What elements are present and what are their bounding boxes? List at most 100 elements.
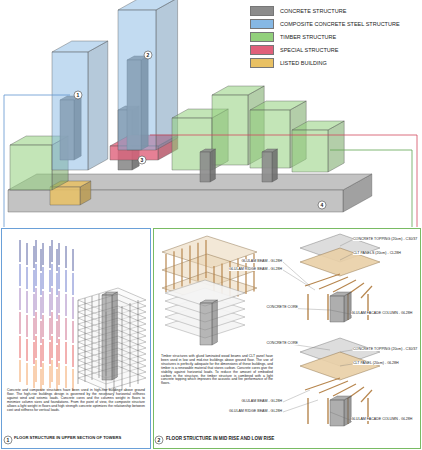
component-label: CONCRETE TOPPING (20cm) - C30/37 <box>353 347 417 351</box>
column-line <box>73 369 74 391</box>
mass-front <box>118 10 156 150</box>
glulam-column <box>307 294 308 320</box>
leader-line <box>4 95 70 227</box>
leader-line <box>330 310 350 314</box>
column-line <box>73 249 74 271</box>
mass-top <box>330 396 351 400</box>
component-label: GLULAM FACADE COLUMN - GL28H <box>351 417 412 421</box>
legend-text: TIMBER STRUCTURE <box>280 34 336 40</box>
callout-number: 4 <box>321 202 324 208</box>
column-line <box>73 345 74 367</box>
column-line <box>59 243 60 265</box>
mass-top <box>262 149 277 152</box>
column-line <box>34 318 35 340</box>
column-line <box>20 240 21 262</box>
leader-line <box>340 240 352 246</box>
column-line <box>34 294 35 316</box>
legend-swatch <box>250 6 274 16</box>
glulam-column <box>205 240 206 278</box>
column-line <box>57 345 58 367</box>
column-line <box>27 315 28 337</box>
leader-line <box>340 364 352 366</box>
column-line <box>73 297 74 319</box>
callout-circle <box>155 436 163 444</box>
column-line <box>27 363 28 385</box>
column-line <box>43 243 44 265</box>
glulam-column <box>181 248 182 286</box>
column-line <box>36 288 37 310</box>
column-line <box>66 318 67 340</box>
component-label: CLT PANELS (20cm) - CL28H <box>353 251 401 255</box>
callout-circle <box>144 51 152 59</box>
mass-front <box>212 95 248 165</box>
mass-side <box>88 41 108 170</box>
column-line <box>43 267 44 289</box>
column-line <box>57 321 58 343</box>
glulam-column <box>307 398 308 424</box>
column-line <box>50 366 51 388</box>
column-line <box>73 273 74 295</box>
column-line <box>43 363 44 385</box>
column-line <box>27 339 28 361</box>
tower-column <box>138 300 139 384</box>
legend-text: SPECIAL STRUCTURE <box>280 47 338 53</box>
mass-top <box>200 149 215 152</box>
mass-side <box>212 300 217 345</box>
legend-swatch <box>250 58 274 68</box>
column-line <box>66 366 67 388</box>
callout-circle <box>74 91 82 99</box>
column-line <box>52 336 53 358</box>
legend-text: LISTED BUILDING <box>280 60 327 66</box>
column-line <box>34 342 35 364</box>
panel-box: FLOOR STRUCTURE IN UPPER SECTION OF TOWE… <box>1 228 151 449</box>
glulam-column <box>197 243 198 281</box>
mass-front <box>50 187 80 205</box>
panel-body-text: Timber structures with glued laminated w… <box>161 355 273 386</box>
mass-front <box>200 303 212 345</box>
column-line <box>41 297 42 319</box>
column-line <box>59 267 60 289</box>
column-line <box>57 273 58 295</box>
column-line <box>52 288 53 310</box>
column-line <box>57 369 58 391</box>
tower-column <box>122 306 123 390</box>
mass-top <box>118 0 178 10</box>
tower-column <box>78 300 79 384</box>
column-line <box>34 246 35 268</box>
column-line <box>50 270 51 292</box>
component-label: CONCRETE CORE <box>266 305 298 309</box>
legend-text: COMPOSITE CONCRETE STEEL STRUCTURE <box>280 21 400 27</box>
column-line <box>34 366 35 388</box>
glulam-column <box>327 398 328 424</box>
column-line <box>59 315 60 337</box>
component-label: CONCRETE CORE <box>266 341 298 345</box>
column-line <box>36 336 37 358</box>
legend-row: SPECIAL STRUCTURE <box>250 45 338 55</box>
column-line <box>20 264 21 286</box>
tower-column <box>85 298 86 382</box>
glulam-beam <box>361 286 372 298</box>
component-label: CLT PANEL (20cm) - GL28H <box>353 361 399 365</box>
column-line <box>59 291 60 313</box>
glulam-beam <box>333 280 356 292</box>
tower-column <box>130 303 131 387</box>
column-line <box>73 321 74 343</box>
column-line <box>52 240 53 262</box>
column-line <box>66 270 67 292</box>
column-line <box>43 339 44 361</box>
column-line <box>27 243 28 265</box>
clt-panel <box>300 352 380 380</box>
column-line <box>52 360 53 382</box>
legend-swatch <box>250 32 274 42</box>
mass-side <box>210 149 215 182</box>
mass-front <box>10 145 52 190</box>
column-line <box>52 264 53 286</box>
leader-line <box>283 270 315 290</box>
leader-line <box>330 150 412 227</box>
mass-top <box>330 292 351 296</box>
glulam-column <box>189 246 190 284</box>
callout-circle <box>318 201 326 209</box>
column-line <box>20 288 21 310</box>
glulam-beam <box>361 390 372 402</box>
